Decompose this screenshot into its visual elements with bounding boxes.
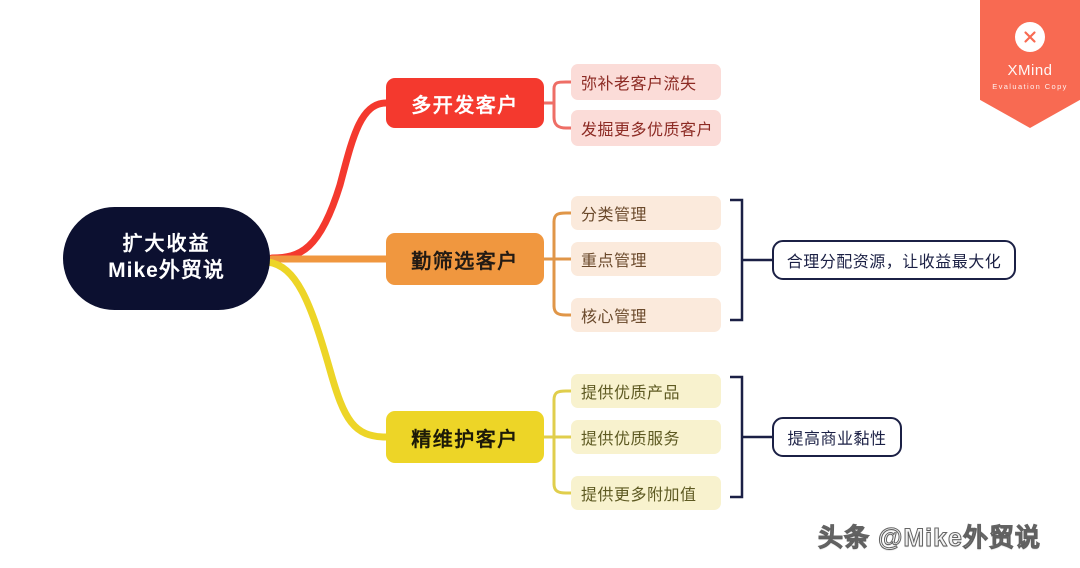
root-node-title: 扩大收益 — [122, 233, 211, 256]
leaf-label: 弥补老客户流失 — [581, 76, 697, 93]
leaf-label: 分类管理 — [581, 207, 648, 224]
branch-label: 勤筛选客户 — [411, 250, 519, 273]
root-node-subtitle: Mike外贸说 — [108, 259, 225, 283]
xmind-watermark-ribbon: XMind Evaluation Copy — [980, 0, 1080, 128]
ribbon-content: XMind Evaluation Copy — [980, 0, 1080, 128]
leaf-node-quality-product[interactable]: 提供优质产品 — [571, 374, 721, 408]
summary-label: 提高商业黏性 — [787, 431, 887, 448]
xmind-brand-name: XMind — [1007, 62, 1053, 79]
leaf-node-added-value[interactable]: 提供更多附加值 — [571, 476, 721, 510]
summary-label: 合理分配资源，让收益最大化 — [786, 254, 1002, 271]
leaf-label: 发掘更多优质客户 — [581, 122, 714, 139]
ribbon-shape — [980, 0, 1080, 128]
root-node[interactable]: 扩大收益 Mike外贸说 — [63, 207, 270, 310]
leaf-label: 提供优质服务 — [581, 431, 681, 448]
leaf-label: 核心管理 — [581, 309, 648, 326]
author-watermark: 头条 @Mike外贸说 — [818, 524, 1041, 553]
branch-label: 精维护客户 — [411, 428, 519, 451]
branch-node-develop-customers[interactable]: 多开发客户 — [386, 78, 544, 128]
xmind-evaluation-label: Evaluation Copy — [992, 82, 1068, 91]
summary-box-business-stickiness[interactable]: 提高商业黏性 — [772, 417, 902, 457]
leaf-label: 重点管理 — [581, 253, 648, 270]
leaf-node-discover-quality[interactable]: 发掘更多优质客户 — [571, 110, 721, 146]
branch-label: 多开发客户 — [411, 94, 519, 117]
leaf-node-category-management[interactable]: 分类管理 — [571, 196, 721, 230]
leaf-node-make-up-loss[interactable]: 弥补老客户流失 — [571, 64, 721, 100]
summary-box-resource-allocation[interactable]: 合理分配资源，让收益最大化 — [772, 240, 1016, 280]
xmind-logo-icon — [1015, 22, 1045, 52]
leaf-label: 提供更多附加值 — [581, 487, 697, 504]
branch-node-screen-customers[interactable]: 勤筛选客户 — [386, 233, 544, 285]
leaf-node-key-management[interactable]: 重点管理 — [571, 242, 721, 276]
leaf-node-core-management[interactable]: 核心管理 — [571, 298, 721, 332]
leaf-label: 提供优质产品 — [581, 385, 681, 402]
branch-node-maintain-customers[interactable]: 精维护客户 — [386, 411, 544, 463]
leaf-node-quality-service[interactable]: 提供优质服务 — [571, 420, 721, 454]
